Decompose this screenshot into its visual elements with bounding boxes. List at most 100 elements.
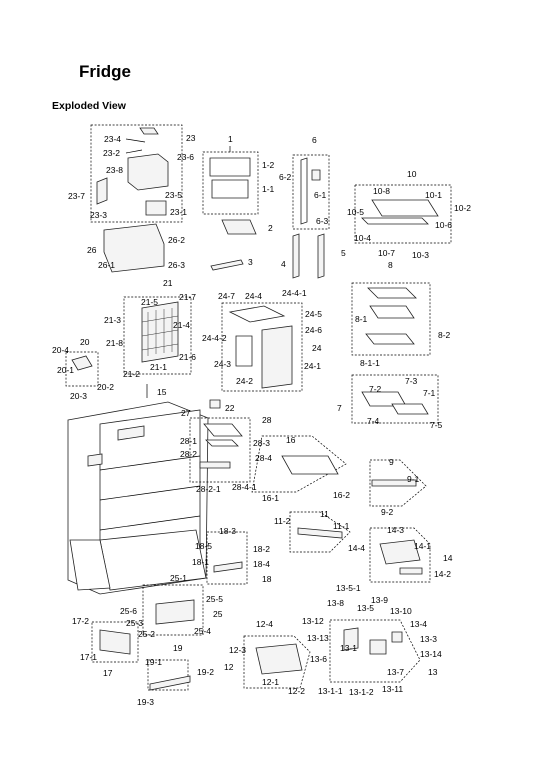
label-26-1: 26-1 (98, 260, 115, 270)
label-8: 8 (388, 260, 393, 270)
part-4 (292, 233, 300, 279)
label-19-1: 19-1 (145, 657, 162, 667)
label-12-1: 12-1 (262, 677, 279, 687)
label-18-5: 18-5 (195, 541, 212, 551)
label-25-1: 25-1 (170, 573, 187, 583)
label-18-1: 18-1 (192, 557, 209, 567)
label-13-5: 13-5 (357, 603, 374, 613)
label-12-4: 12-4 (256, 619, 273, 629)
label-24-2: 24-2 (236, 376, 253, 386)
label-23-7: 23-7 (68, 191, 85, 201)
label-20: 20 (80, 337, 90, 347)
label-24-6: 24-6 (305, 325, 322, 335)
label-6: 6 (312, 135, 317, 145)
page-title: Fridge (79, 62, 131, 81)
group-28 (189, 417, 251, 483)
group-26 (103, 223, 165, 273)
label-20-3: 20-3 (70, 391, 87, 401)
label-18-3: 18-3 (219, 526, 236, 536)
label-23-8: 23-8 (106, 165, 123, 175)
group-12 (243, 635, 311, 689)
label-14: 14 (443, 553, 453, 563)
part-3 (210, 259, 244, 271)
label-17-2: 17-2 (72, 616, 89, 626)
label-14-1: 14-1 (414, 541, 431, 551)
label-24-5: 24-5 (305, 309, 322, 319)
label-20-1: 20-1 (57, 365, 74, 375)
label-13-1: 13-1 (340, 643, 357, 653)
label-13-7: 13-7 (387, 667, 404, 677)
label-7-2: 7-2 (369, 384, 382, 394)
label-10-4: 10-4 (354, 233, 371, 243)
group-14 (369, 527, 431, 583)
label-13-9: 13-9 (371, 595, 388, 605)
label-13: 13 (428, 667, 438, 677)
label-23-1: 23-1 (170, 207, 187, 217)
label-26: 26 (87, 245, 97, 255)
label-1-1: 1-1 (262, 184, 275, 194)
label-13-6: 13-6 (310, 654, 327, 664)
label-21-3: 21-3 (104, 315, 121, 325)
label-7-1: 7-1 (423, 388, 436, 398)
label-9-1: 9-1 (407, 474, 420, 484)
label-13-1-2: 13-1-2 (349, 687, 374, 697)
label-19-2: 19-2 (197, 667, 214, 677)
group-9 (369, 459, 427, 507)
label-13-4: 13-4 (410, 619, 427, 629)
label-24-1: 24-1 (304, 361, 321, 371)
label-24-3: 24-3 (214, 359, 231, 369)
label-21-6: 21-6 (179, 352, 196, 362)
label-28: 28 (262, 415, 272, 425)
group-16 (251, 435, 347, 493)
label-13-5-1: 13-5-1 (336, 583, 361, 593)
label-8-2: 8-2 (438, 330, 451, 340)
group-23 (90, 124, 183, 223)
label-2: 2 (268, 223, 273, 233)
label-14-2: 14-2 (434, 569, 451, 579)
label-1: 1 (228, 134, 233, 144)
label-10-5: 10-5 (347, 207, 364, 217)
label-13-13: 13-13 (307, 633, 329, 643)
label-6-2: 6-2 (279, 172, 292, 182)
section-title: Exploded View (52, 100, 126, 112)
fridge-cabinet (67, 401, 209, 595)
part-5 (317, 233, 325, 279)
label-6-1: 6-1 (314, 190, 327, 200)
label-26-2: 26-2 (168, 235, 185, 245)
label-25-3: 25-3 (126, 618, 143, 628)
label-16: 16 (286, 435, 296, 445)
label-17: 17 (103, 668, 113, 678)
label-13-11: 13-11 (382, 684, 403, 694)
label-28-3: 28-3 (253, 438, 270, 448)
label-11-1: 11-1 (333, 521, 350, 531)
label-21-1: 21-1 (150, 362, 167, 372)
label-13-1-1: 13-1-1 (318, 686, 343, 696)
group-21 (123, 296, 192, 375)
label-11-2: 11-2 (274, 516, 291, 526)
label-20-4: 20-4 (52, 345, 69, 355)
label-23-3: 23-3 (90, 210, 107, 220)
label-24-4-1: 24-4-1 (282, 288, 307, 298)
label-5: 5 (341, 248, 346, 258)
label-1-2: 1-2 (262, 160, 275, 170)
label-22: 22 (225, 403, 235, 413)
label-14-4: 14-4 (348, 543, 365, 553)
label-24: 24 (312, 343, 322, 353)
label-10-8: 10-8 (373, 186, 390, 196)
label-13-10: 13-10 (390, 606, 412, 616)
label-8-1: 8-1 (355, 314, 368, 324)
label-10-7: 10-7 (378, 248, 395, 258)
label-23: 23 (186, 133, 196, 143)
label-21-5: 21-5 (141, 297, 158, 307)
label-19-3: 19-3 (137, 697, 154, 707)
group-10 (354, 184, 452, 244)
label-10: 10 (407, 169, 417, 179)
group-6 (292, 154, 330, 230)
label-13-12: 13-12 (302, 616, 324, 626)
label-23-4: 23-4 (104, 134, 121, 144)
label-25-4: 25-4 (194, 626, 211, 636)
group-1 (202, 146, 259, 235)
label-9: 9 (389, 457, 394, 467)
group-8 (351, 282, 431, 356)
